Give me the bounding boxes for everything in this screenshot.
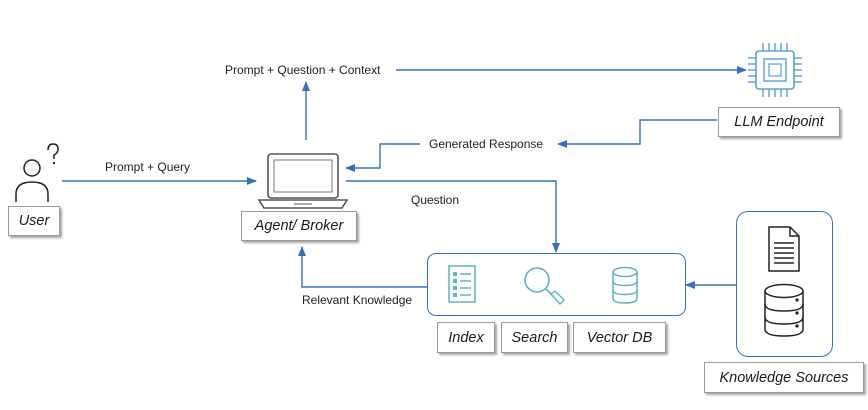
arrow-agent-question-to-retrieval [346,180,560,253]
laptop-icon [257,153,349,209]
llm-endpoint-label: LLM Endpoint [718,107,840,137]
chip-icon [748,43,802,97]
document-icon [768,226,800,272]
edge-label-prompt-question-context: Prompt + Question + Context [223,63,383,77]
user-label: User [8,206,60,236]
user-icon [15,143,59,202]
search-label: Search [501,322,568,353]
magnifier-icon [524,267,565,306]
agent-broker-label: Agent/ Broker [241,211,357,241]
vector-db-label: Vector DB [573,322,666,353]
database-icon [764,283,804,337]
arrow-response-to-agent [345,143,420,172]
edge-label-prompt-query: Prompt + Query [103,160,193,174]
edge-label-question: Question [409,193,462,207]
index-label: Index [437,322,495,353]
vector-db-icon [612,266,638,304]
knowledge-sources-label: Knowledge Sources [704,362,864,393]
edge-label-relevant-knowledge: Relevant Knowledge [300,293,415,307]
arrow-llm-to-response [557,119,717,148]
edge-label-generated-response: Generated Response [427,137,546,151]
arrow-retrieval-to-agent [298,246,428,288]
list-icon [448,265,476,303]
